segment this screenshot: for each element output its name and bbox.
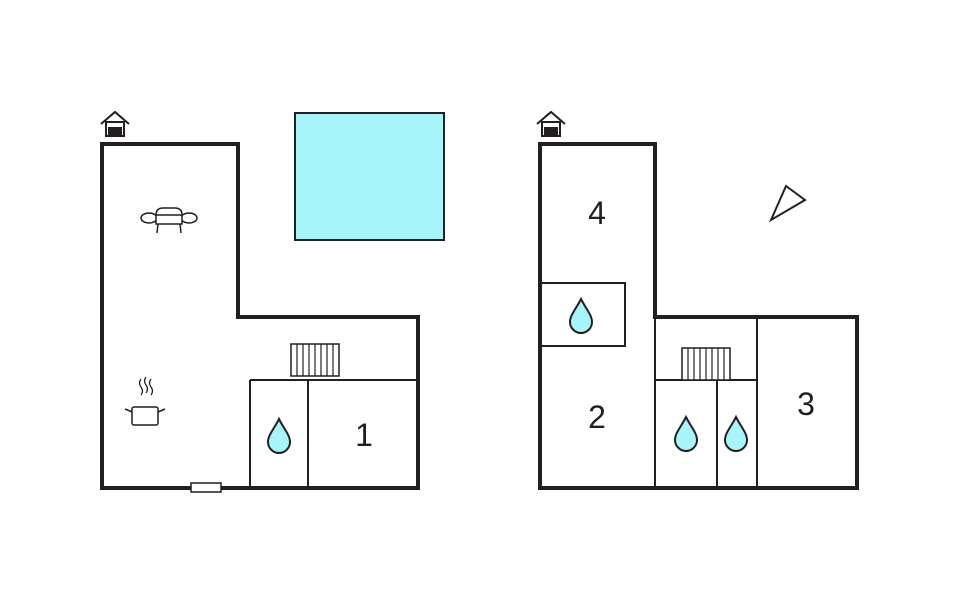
room-number: 1 — [355, 417, 373, 453]
cooking-pot-icon — [124, 376, 166, 426]
bathroom-icon — [267, 418, 291, 454]
exterior-wall — [538, 142, 859, 490]
swimming-pool — [294, 112, 445, 241]
room-number: 3 — [797, 386, 815, 422]
radiator-icon — [681, 347, 731, 381]
door-icon — [190, 482, 222, 493]
room-number: 2 — [588, 399, 606, 435]
radiator-icon — [290, 343, 340, 377]
interior-walls — [249, 379, 418, 488]
floor-plan-right: 4 2 3 — [536, 111, 859, 490]
bathroom-icon — [569, 298, 593, 334]
bathroom-icon — [724, 416, 748, 452]
exterior-wall — [100, 142, 420, 490]
room-number: 4 — [588, 195, 606, 231]
entrance-icon — [536, 111, 566, 137]
floor-plan-left: 1 — [100, 111, 445, 493]
entrance-icon — [100, 111, 130, 137]
north-arrow-icon — [768, 184, 807, 223]
bathroom-icon — [674, 416, 698, 452]
sofa-icon — [140, 207, 198, 234]
